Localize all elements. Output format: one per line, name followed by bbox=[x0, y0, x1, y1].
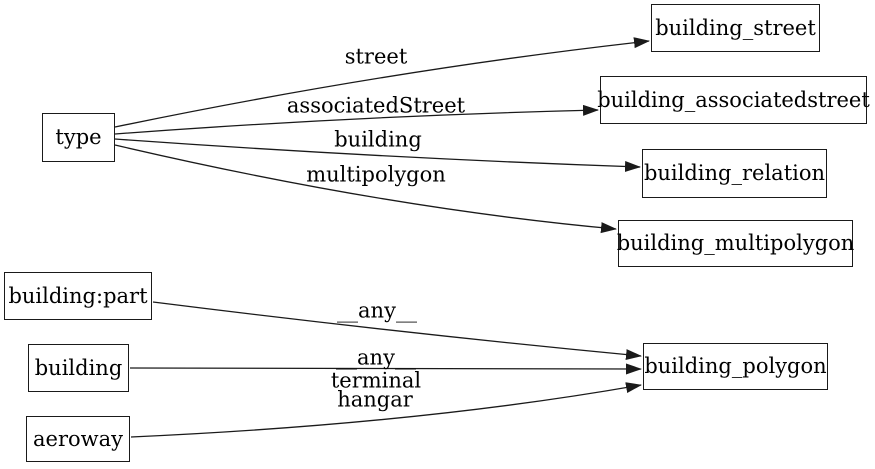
edge-label-hangar: hangar bbox=[337, 387, 413, 412]
node-building-part: building:part bbox=[4, 272, 152, 320]
edge-type-building-relation bbox=[114, 138, 641, 172]
edge-label-terminal: terminal bbox=[330, 368, 422, 393]
edge-label-any-building-part: __any__ bbox=[337, 298, 417, 323]
edge-type-building-associatedstreet bbox=[114, 104, 599, 135]
edge-label-street: street bbox=[344, 44, 408, 69]
edge-type-building-street bbox=[114, 37, 650, 128]
node-building-relation: building_relation bbox=[642, 149, 827, 198]
edge-building-building-polygon bbox=[129, 363, 642, 375]
edge-label-any-building: __any__ bbox=[336, 345, 416, 370]
edge-label-associatedstreet: associatedStreet bbox=[286, 93, 466, 118]
edge-label-building: building bbox=[334, 127, 422, 152]
node-building-polygon: building_polygon bbox=[643, 343, 828, 390]
edge-label-multipolygon: multipolygon bbox=[306, 162, 446, 187]
node-type: type bbox=[42, 113, 115, 162]
node-building-multipolygon: building_multipolygon bbox=[617, 220, 854, 267]
node-building-street: building_street bbox=[651, 4, 820, 52]
node-aeroway: aeroway bbox=[26, 416, 130, 462]
edge-aeroway-building-polygon bbox=[130, 382, 642, 438]
edge-building-part-building-polygon bbox=[152, 301, 642, 361]
edge-type-building-multipolygon bbox=[114, 144, 617, 234]
node-building-associatedstreet: building_associatedstreet bbox=[597, 76, 870, 124]
node-building: building bbox=[28, 344, 129, 392]
